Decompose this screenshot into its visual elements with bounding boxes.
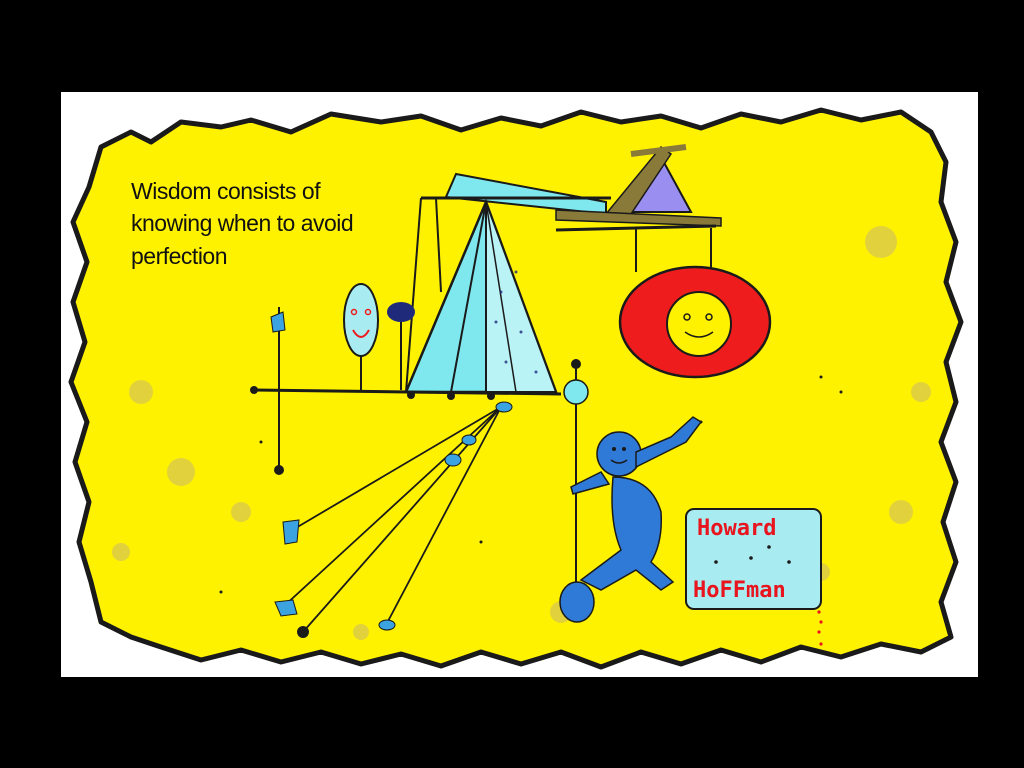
artwork-frame: Wisdom consists of knowing when to avoid… [61,92,978,677]
signature-first-name: Howard [697,516,777,541]
main-horizontal-rod [252,388,562,396]
blue-figure [570,416,703,591]
red-drips [817,610,823,646]
left-blob [270,311,286,333]
mobile-sculpture-artwork [68,107,964,670]
face-oval [343,283,379,357]
tripod-top-bar [630,144,687,157]
nameplate-panel [685,508,822,610]
nameplate-dots [714,545,791,564]
left-wire [405,197,422,393]
textured-ball [563,379,589,405]
cyan-stones [274,401,513,631]
olive-beam [555,209,722,227]
blue-ball [559,581,595,623]
quote-line-2: knowing when to avoid [131,210,354,236]
smiley-face [666,291,732,357]
pyramid-speckles [494,270,538,374]
quote-line-1: Wisdom consists of [131,178,321,204]
black-bead [297,626,309,638]
navy-ellipse [387,302,415,322]
signature-last-name: HoFFman [693,578,786,603]
quote-line-3: perfection [131,243,228,269]
